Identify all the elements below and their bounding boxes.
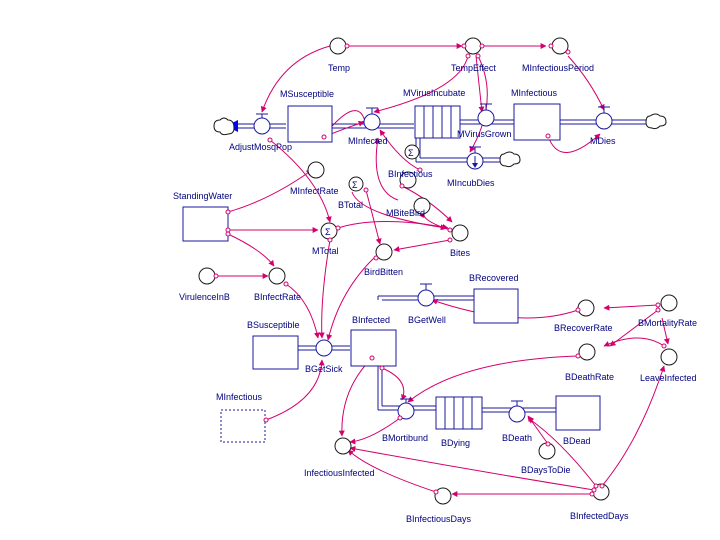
label-adjust-mosq-pop: AdjustMosqPop [229,142,292,152]
label-infectious-infected: InfectiousInfected [304,468,375,478]
svg-text:Σ: Σ [352,180,358,190]
m-dies-valve[interactable] [595,106,613,130]
label-m-infect-rate: MInfectRate [290,186,339,196]
m-infectious-stock[interactable] [513,103,561,141]
label-b-infected: BInfected [352,315,390,325]
label-m-virus-incubate: MVirusIncubate [403,88,465,98]
m-infect-rate-aux[interactable] [307,161,325,179]
b-get-well-valve[interactable] [417,283,435,307]
b-dead-stock[interactable] [555,395,601,431]
b-susceptible-stock[interactable] [252,335,299,370]
label-b-infect-rate: BInfectRate [254,292,301,302]
label-b-death: BDeath [502,433,532,443]
svg-text:Σ: Σ [408,148,414,158]
label-b-infected-days: BInfectedDays [570,511,629,521]
b-get-sick-valve[interactable] [315,339,333,357]
label-m-total: MTotal [312,246,339,256]
m-infected-sum-aux[interactable]: Σ [404,144,420,160]
b-infect-rate-aux[interactable] [268,267,286,285]
m-infectious-ghost-stock[interactable] [220,409,266,443]
label-b-recovered: BRecovered [469,273,519,283]
b-infected-stock[interactable] [350,329,397,367]
svg-text:Σ: Σ [325,227,331,237]
source-cloud-icon [213,117,235,136]
label-b-mortibund: BMortibund [382,433,428,443]
connector-dots [213,43,667,497]
label-b-infectious: BInfectious [388,169,433,179]
label-m-infectious-ghost: MInfectious [216,392,263,402]
label-temp-effect: TempEffect [451,63,496,73]
labels: Temp TempEffect MInfectiousPeriod MSusce… [173,63,697,524]
b-recovered-stock[interactable] [473,288,519,324]
temp-effect-aux[interactable] [464,37,482,55]
b-total-sum-aux[interactable]: Σ [348,176,364,192]
label-m-bite-bird: MBiteBird [386,208,425,218]
temp-aux[interactable] [329,37,347,55]
m-incub-dies-valve[interactable] [466,146,484,170]
label-bird-bitten: BirdBitten [364,267,403,277]
m-virus-grown-valve[interactable] [477,103,495,127]
label-b-dying: BDying [441,438,470,448]
b-infectious-days-aux[interactable] [434,487,452,505]
sink-cloud-icon [645,113,667,130]
m-bite-bird-aux[interactable] [413,197,431,215]
adjust-mosq-pop-valve[interactable] [253,113,271,135]
label-m-susceptible: MSusceptible [280,89,334,99]
b-mortibund-valve[interactable] [397,398,415,420]
label-leave-infected: LeaveInfected [640,373,697,383]
bird-bitten-aux[interactable] [375,243,393,261]
m-total-sum-aux[interactable]: Σ [320,222,338,240]
label-b-infectious-days: BInfectiousDays [406,514,472,524]
standing-water-stock[interactable] [182,206,229,242]
label-b-dead: BDead [563,436,591,446]
label-temp: Temp [328,63,350,73]
infectious-infected-aux[interactable] [334,437,352,455]
bites-aux[interactable] [451,224,469,242]
b-death-rate-aux[interactable] [578,343,596,361]
label-b-get-sick: BGetSick [305,364,343,374]
virulence-in-b-aux[interactable] [198,267,216,285]
label-bites: Bites [450,248,471,258]
b-death-valve[interactable] [508,400,526,423]
label-virulence-in-b: VirulenceInB [179,292,230,302]
incub-sink-cloud-icon [499,151,521,168]
m-virus-incubate-conveyor[interactable] [414,105,461,139]
b-dying-conveyor[interactable] [435,396,483,430]
label-b-get-well: BGetWell [408,315,446,325]
label-m-infectious-period: MInfectiousPeriod [522,63,594,73]
label-m-dies: MDies [590,136,616,146]
connectors [216,43,670,497]
label-b-mortality-rate: BMortalityRate [638,318,697,328]
b-mortality-rate-aux[interactable] [660,294,678,312]
leave-infected-aux[interactable] [660,348,678,366]
label-b-total: BTotal [338,200,363,210]
b-infectious-aux[interactable] [399,171,417,189]
label-m-infectious: MInfectious [511,88,558,98]
label-standing-water: StandingWater [173,191,232,201]
b-recover-rate-aux[interactable] [577,299,595,317]
label-b-days-to-die: BDaysToDie [521,465,571,475]
label-b-death-rate: BDeathRate [565,372,614,382]
label-m-virus-grown: MVirusGrown [457,129,511,139]
label-b-recover-rate: BRecoverRate [554,323,613,333]
m-infected-valve[interactable] [363,107,381,131]
label-b-susceptible: BSusceptible [247,320,300,330]
label-m-incub-dies: MIncubDies [447,178,495,188]
label-m-infected: MInfected [348,136,388,146]
